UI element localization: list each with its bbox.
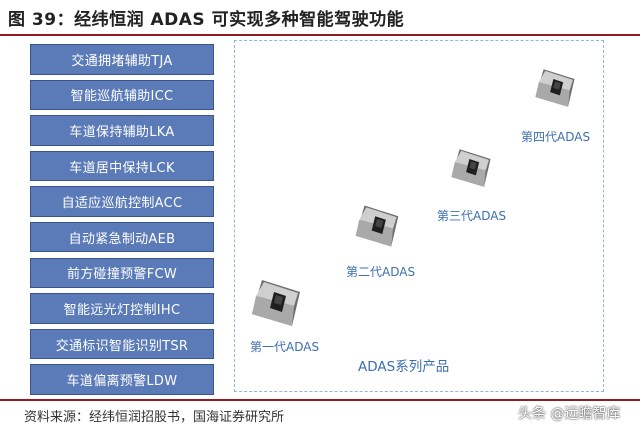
camera-module-icon — [532, 66, 578, 110]
generation-label: 第二代ADAS — [346, 265, 416, 279]
feature-box: 车道保持辅助LKA — [30, 115, 214, 146]
feature-box: 车道偏离预警LDW — [30, 364, 214, 395]
feature-box: 前方碰撞预警FCW — [30, 257, 214, 289]
generation-label: 第三代ADAS — [437, 209, 507, 223]
figure-title: 图 39：经纬恒润 ADAS 可实现多种智能驾驶功能 — [8, 9, 405, 30]
feature-box: 自动紧急制动AEB — [30, 221, 214, 253]
figure-title-bar: 图 39：经纬恒润 ADAS 可实现多种智能驾驶功能 — [0, 0, 640, 34]
feature-box: 交通标识智能识别TSR — [30, 328, 214, 360]
camera-module-icon — [448, 146, 494, 190]
feature-box: 自适应巡航控制ACC — [30, 186, 214, 217]
feature-list: 交通拥堵辅助TJA 智能巡航辅助ICC 车道保持辅助LKA 车道居中保持LCK … — [30, 44, 214, 400]
feature-box: 交通拥堵辅助TJA — [30, 44, 214, 75]
watermark: 头条 @远瞻智库 — [518, 406, 621, 422]
feature-box: 智能巡航辅助ICC — [30, 79, 214, 111]
generation-label: 第四代ADAS — [521, 130, 591, 144]
footer-divider — [0, 399, 640, 401]
camera-module-icon — [248, 276, 304, 330]
feature-box: 智能远光灯控制IHC — [30, 293, 214, 324]
camera-module-icon — [352, 202, 402, 250]
title-divider — [0, 34, 640, 36]
feature-box: 车道居中保持LCK — [30, 150, 214, 182]
adas-products-panel — [234, 40, 604, 392]
generation-label: 第一代ADAS — [250, 340, 320, 354]
source-note: 资料来源：经纬恒润招股书，国海证券研究所 — [24, 410, 285, 425]
series-label: ADAS系列产品 — [358, 359, 450, 375]
